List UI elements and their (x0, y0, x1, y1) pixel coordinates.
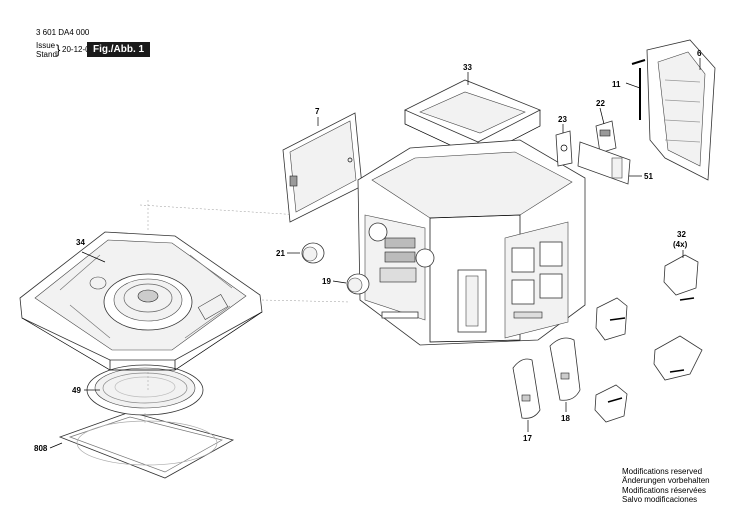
label-808: 808 (34, 444, 48, 453)
label-21: 21 (276, 249, 285, 258)
part-23-clip (555, 130, 573, 167)
label-22: 22 (596, 99, 605, 108)
main-body (357, 139, 586, 346)
part-808-gasket (58, 411, 235, 479)
label-19: 19 (322, 277, 331, 286)
label-51: 51 (644, 172, 653, 181)
stand-label: Stand (36, 50, 57, 59)
issue-label: Issue (36, 41, 56, 50)
label-7: 7 (315, 107, 320, 116)
part-22-cover (595, 120, 617, 154)
part-51-plate (577, 141, 631, 185)
part-21-knob (301, 242, 325, 264)
part-17-flap (512, 358, 541, 419)
label-32: 32 (677, 230, 686, 239)
label-32-qty: (4x) (673, 240, 688, 249)
note-es: Salvo modificaciones (622, 494, 698, 504)
issue-date: 20-12-03 (62, 45, 95, 54)
note-de: Änderungen vorbehalten (622, 476, 710, 486)
part-7-panel (282, 112, 363, 223)
doc-number: 3 601 DA4 000 (36, 28, 90, 37)
assembly-lines (139, 200, 351, 425)
part-11-pin (631, 59, 646, 120)
label-33: 33 (463, 63, 472, 72)
part-32-bumpers (594, 254, 703, 423)
note-en: Modifications reserved (622, 467, 703, 476)
part-18-flap (549, 337, 581, 401)
part-labels: 33 6 11 7 22 23 51 32 (4x) 34 21 19 49 8… (34, 49, 702, 453)
modification-notes: Modifications reserved Änderungen vorbeh… (622, 467, 710, 504)
part-6-rear-cover (646, 39, 716, 181)
label-49: 49 (72, 386, 81, 395)
note-fr: Modifications réservées (622, 485, 707, 495)
label-23: 23 (558, 115, 567, 124)
label-11: 11 (612, 80, 621, 89)
label-6: 6 (697, 49, 702, 58)
figure-label: Fig./Abb. 1 (87, 42, 151, 57)
label-17: 17 (523, 434, 532, 443)
label-18: 18 (561, 414, 570, 423)
part-19-knob (346, 273, 370, 295)
label-34: 34 (76, 238, 85, 247)
part-34-base-housing (19, 231, 263, 371)
brace: } (56, 42, 61, 57)
leader-lines (49, 58, 701, 449)
part-49-ring (86, 364, 204, 416)
